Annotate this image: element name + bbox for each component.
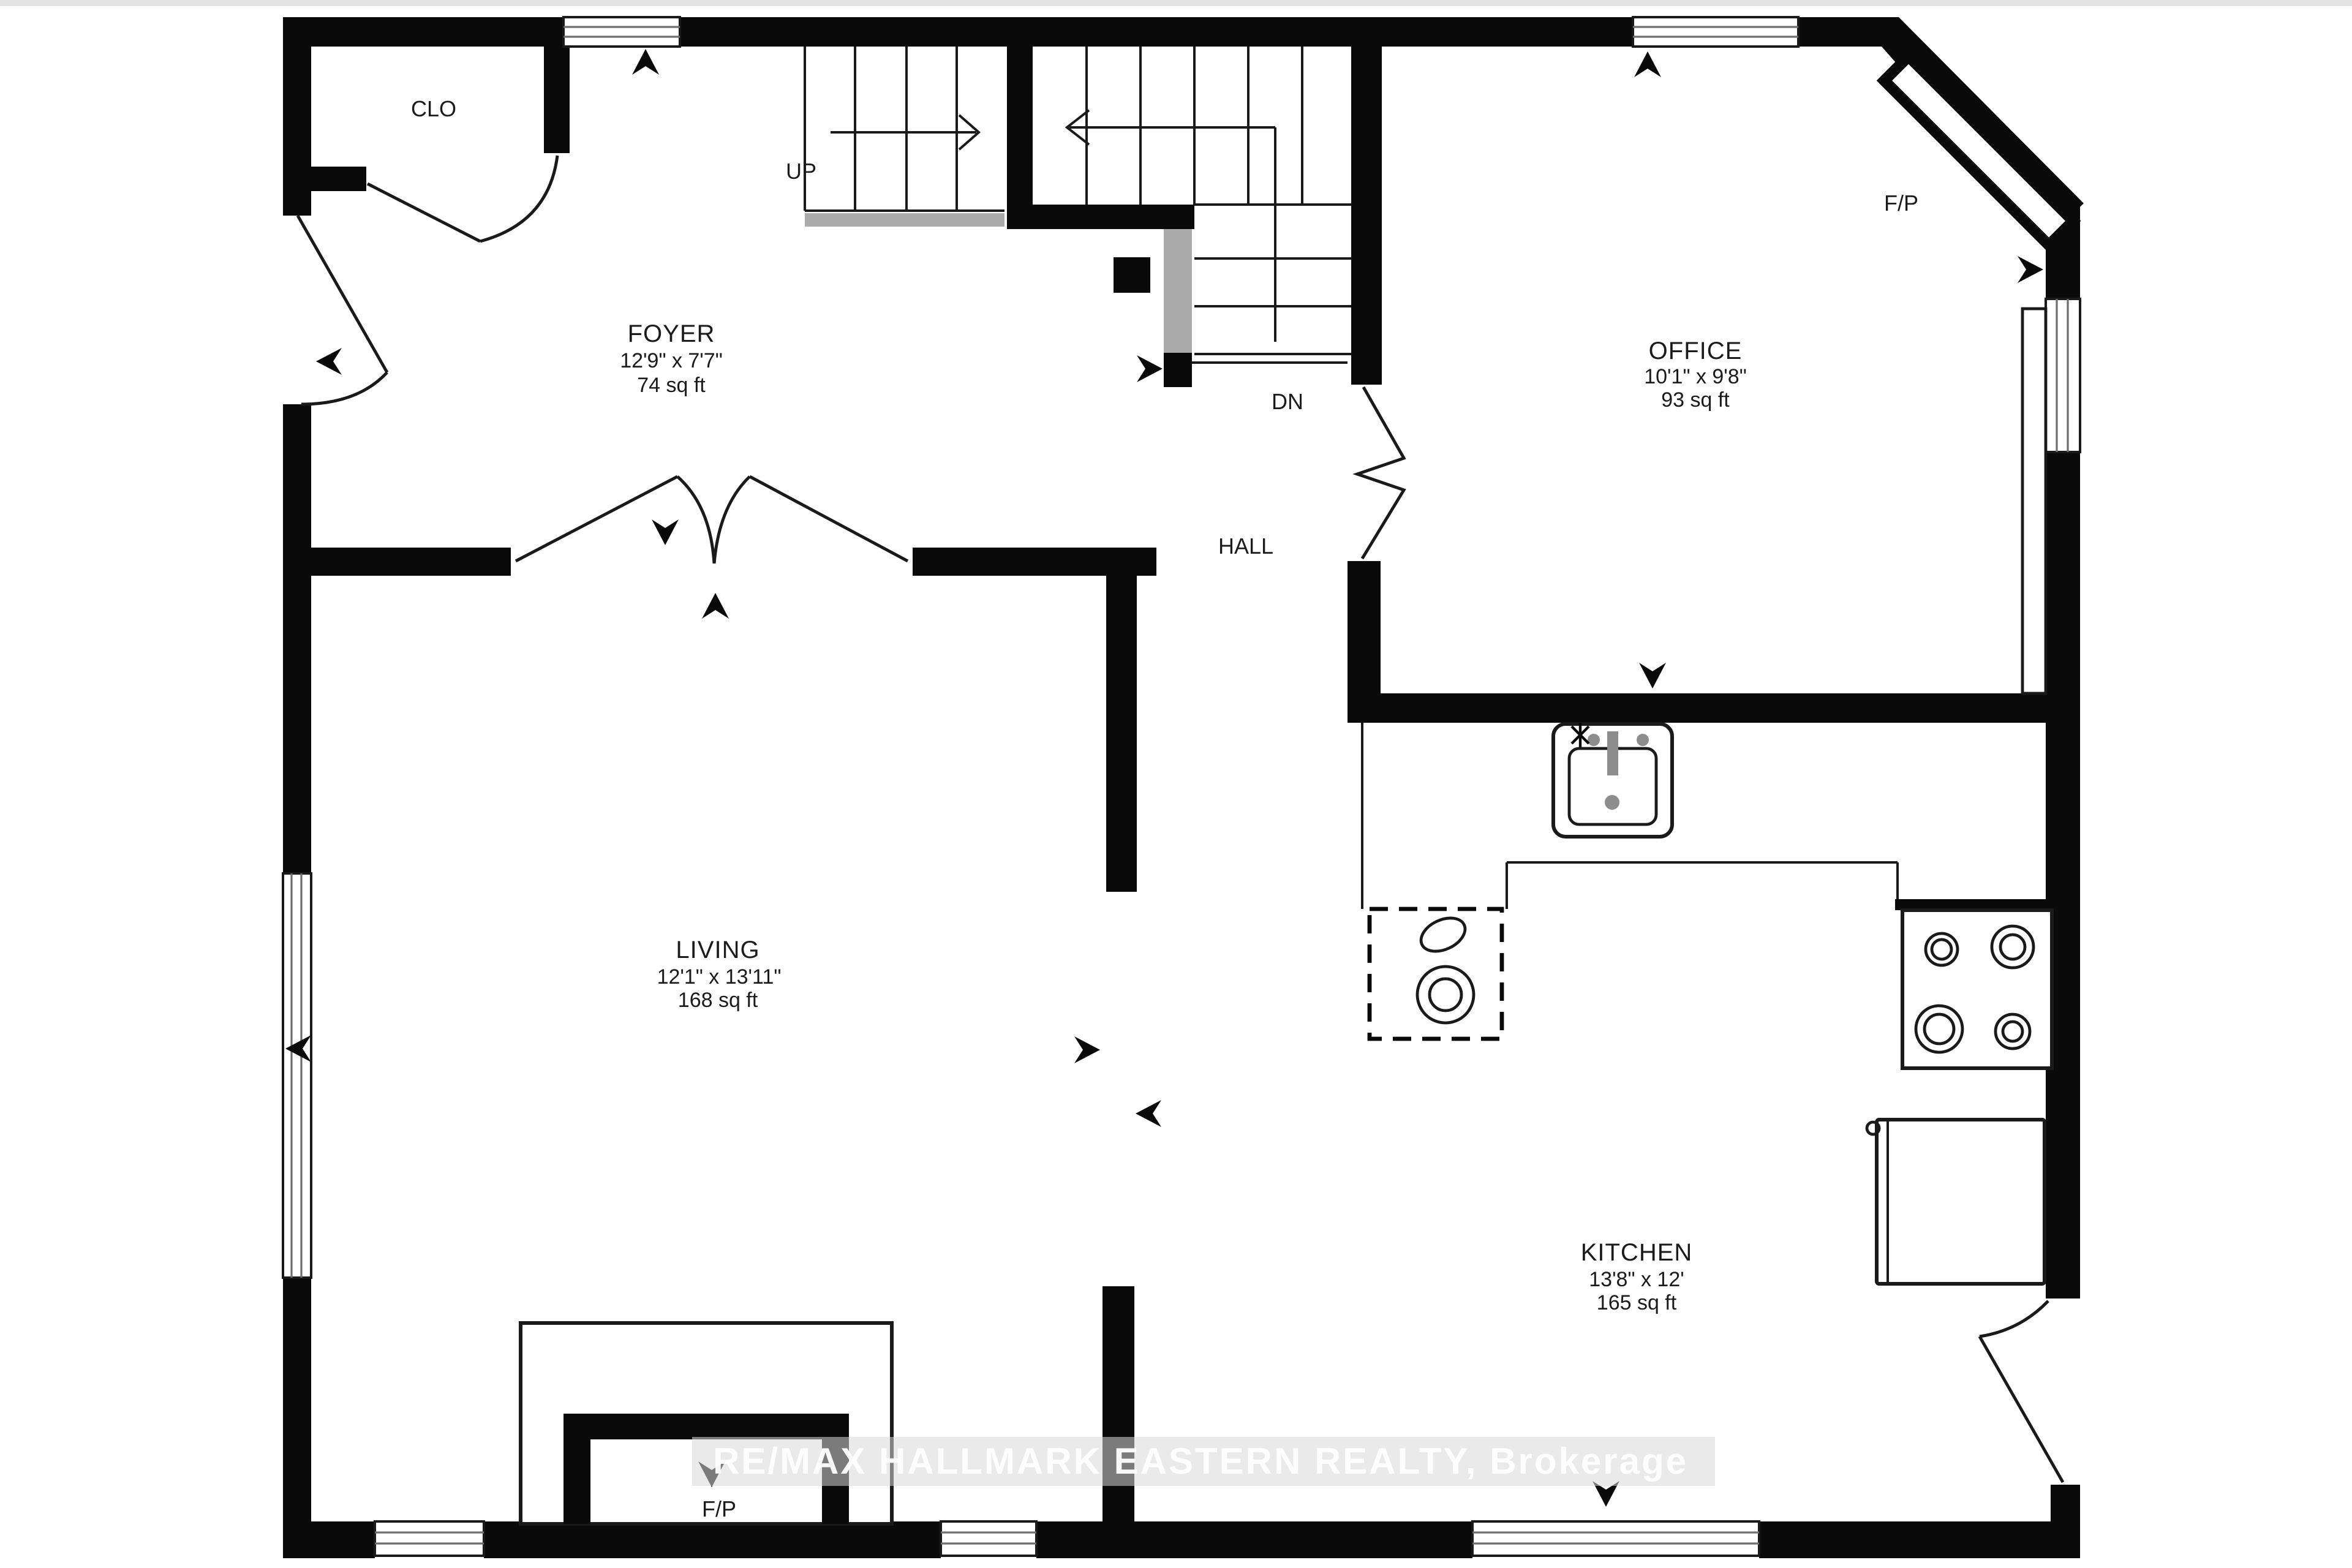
- direction-arrow-icon: [316, 348, 342, 375]
- kitchen-sink: [1551, 722, 1674, 839]
- room-dims-living: 12'1" x 13'11": [657, 965, 782, 989]
- closet-right-wall: [544, 47, 570, 153]
- up-arrow-head-icon: [958, 114, 981, 151]
- window-left-living: [282, 872, 312, 1279]
- room-label-kitchen: KITCHEN: [1581, 1239, 1693, 1266]
- room-area-living: 168 sq ft: [678, 989, 758, 1012]
- direction-arrow-icon: [702, 593, 729, 619]
- watermark-text: RE/MAX HALLMARK EASTERN REALTY, Brokerag…: [713, 1441, 1688, 1482]
- fireplace-office: [1876, 48, 2081, 254]
- foyer-living-double-door: [514, 475, 909, 564]
- direction-arrow-icon: [1074, 1036, 1100, 1063]
- stair-rail-vertical: [1164, 229, 1192, 353]
- room-dims-foyer: 12'9" x 7'7": [620, 349, 723, 372]
- kitchen-counter: [1361, 723, 1899, 909]
- living-hall-divider-upper: [1106, 576, 1137, 892]
- stair-rail-cap: [1164, 353, 1192, 387]
- stair-landing-wall: [1007, 205, 1194, 229]
- faucet-icon: [1607, 731, 1618, 775]
- office-left-wall-upper: [1351, 47, 1382, 385]
- front-entry-door: [296, 214, 389, 406]
- stair-label-down: DN: [1272, 389, 1303, 414]
- room-dims-kitchen: 13'8" x 12': [1589, 1268, 1684, 1291]
- window-right-office: [2045, 298, 2081, 453]
- stair-center-wall: [1007, 47, 1033, 229]
- fireplace-label-living: F/P: [702, 1496, 736, 1521]
- drain-icon: [1605, 795, 1619, 810]
- burner-icon: [1990, 924, 2035, 970]
- office-accordion-door: [1352, 386, 1406, 560]
- fridge-handle-icon: [1865, 1120, 1881, 1136]
- fireplace-living: [519, 1321, 894, 1526]
- room-label-closet: CLO: [411, 96, 456, 121]
- direction-arrow-icon: [1137, 355, 1163, 382]
- direction-arrow-icon: [1634, 51, 1661, 77]
- faucet-knob-icon: [1588, 734, 1600, 746]
- office-kitchen-wall: [1348, 693, 2080, 723]
- fireplace-office-box: [1876, 48, 2081, 254]
- stair-rail-horizontal: [805, 213, 1005, 227]
- room-label-office: OFFICE: [1649, 337, 1743, 364]
- interior-walls: [283, 47, 2080, 1521]
- faucet-handle-icon: [1570, 723, 1590, 747]
- faucet-knob-icon: [1637, 734, 1649, 746]
- burner-icon: [1924, 932, 1959, 967]
- dn-arrow-head-icon: [1065, 109, 1090, 146]
- stair-newel-post: [1114, 257, 1150, 293]
- room-area-foyer: 74 sq ft: [637, 374, 706, 397]
- direction-arrow-icon: [2018, 256, 2043, 283]
- burner-icon: [1914, 1004, 1964, 1054]
- direction-arrow-icon: [1639, 663, 1666, 688]
- living-kitchen-divider-lower: [1102, 1286, 1134, 1521]
- page-edge: [0, 0, 2352, 6]
- fireplace-label-office: F/P: [1884, 190, 1918, 216]
- direction-arrow-icon: [1136, 1100, 1161, 1127]
- kitchen-stove: [1895, 899, 2080, 1070]
- direction-arrow-icon: [632, 49, 659, 75]
- stairs-up: [804, 47, 1005, 227]
- direction-arrow-icon: [285, 1035, 311, 1062]
- direction-arrows: [285, 49, 2043, 1507]
- window-top-right: [1632, 16, 1800, 48]
- stairs-down: [1065, 47, 1351, 364]
- window-bottom-kitchen: [1471, 1520, 1760, 1557]
- burner-icon: [1994, 1012, 2032, 1050]
- window-bottom-middle: [940, 1520, 1038, 1557]
- room-labels: CLO FOYER 12'9" x 7'7" 74 sq ft UP DN HA…: [411, 96, 1918, 1521]
- foyer-living-wall-right: [913, 548, 1156, 576]
- window-bottom-left: [374, 1520, 485, 1557]
- room-dims-office: 10'1" x 9'8": [1644, 365, 1747, 388]
- radiator: [2021, 307, 2048, 695]
- room-label-hall: HALL: [1218, 533, 1273, 559]
- closet-door: [366, 155, 559, 243]
- kitchen-fridge: [1865, 1118, 2046, 1286]
- closet-bottom-stub: [311, 167, 366, 191]
- direction-arrow-icon: [652, 519, 679, 545]
- kitchen-cooktop-dashed: [1367, 907, 1504, 1041]
- room-area-kitchen: 165 sq ft: [1597, 1291, 1677, 1314]
- room-area-office: 93 sq ft: [1661, 388, 1730, 412]
- doors: [296, 155, 2065, 1483]
- room-label-foyer: FOYER: [628, 320, 715, 347]
- stair-label-up: UP: [786, 159, 816, 184]
- room-label-living: LIVING: [676, 937, 760, 963]
- burner-icon: [1415, 965, 1476, 1025]
- burner-icon: [1419, 916, 1467, 953]
- watermark: RE/MAX HALLMARK EASTERN REALTY, Brokerag…: [692, 1437, 1715, 1486]
- foyer-living-wall-left: [283, 548, 511, 576]
- watermark-band: [692, 1437, 1715, 1486]
- window-top-left: [562, 16, 681, 48]
- kitchen-exterior-door: [1978, 1300, 2065, 1483]
- direction-arrow-icon: [1593, 1481, 1619, 1507]
